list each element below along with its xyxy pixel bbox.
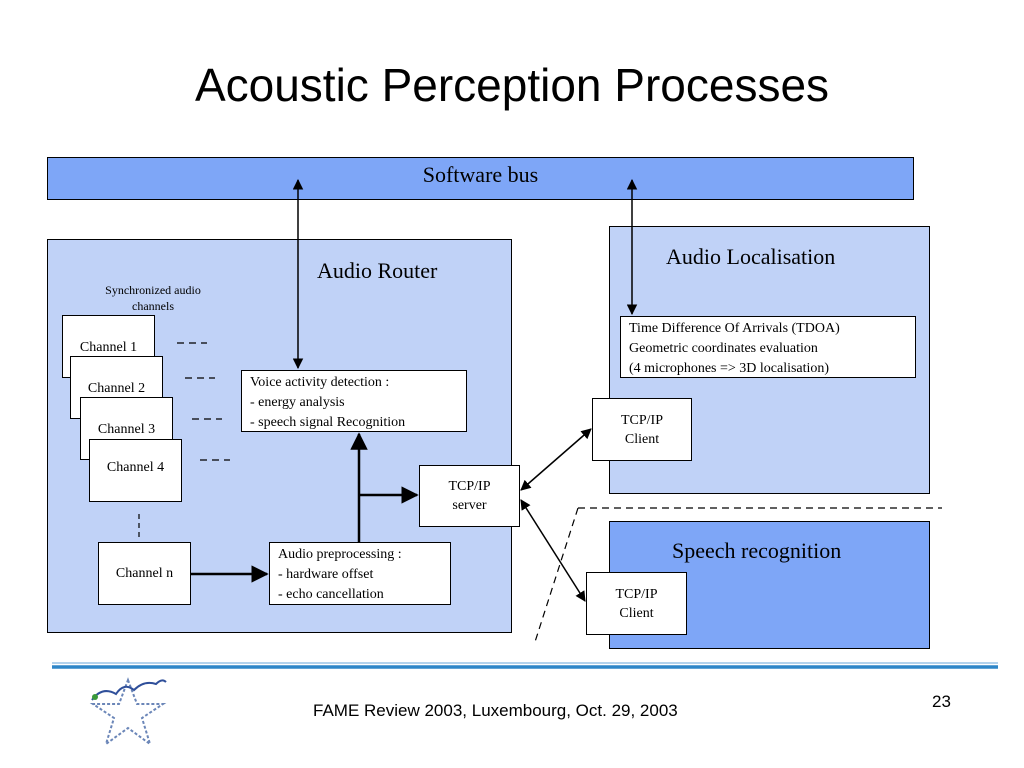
sync-caption-line2: channels [132,299,174,313]
server-localisation-arrow [520,428,592,491]
tcp-server-line2: server [452,498,487,513]
server-speech-arrow [520,499,586,602]
tcp-client-speech-box: TCP/IP Client [586,572,687,635]
audio-localisation-title: Audio Localisation [666,244,836,269]
tcp-client-localisation-line2: Client [624,431,660,447]
tdoa-line2: Geometric coordinates evaluation [629,341,818,356]
software-bus-label: Software bus [422,161,539,187]
slide-title: Acoustic Perception Processes [194,59,830,111]
preproc-box: Audio preprocessing : - hardware offset … [269,542,451,605]
tcp-client-speech-line1: TCP/IP [615,586,658,602]
channel-2-label: Channel 2 [87,380,146,396]
channel-1-label: Channel 1 [79,339,138,355]
vad-box: Voice activity detection : - energy anal… [241,370,467,432]
tcp-client-speech-line2: Client [619,605,654,621]
tdoa-line3: (4 microphones => 3D localisation) [629,361,830,376]
page-number: 23 [932,692,951,711]
preproc-line2: - hardware offset [278,567,374,582]
speech-recognition-title: Speech recognition [672,538,842,563]
tcp-client-localisation-box: TCP/IP Client [592,398,692,461]
vad-line1: Voice activity detection : [250,375,390,390]
channel-4-label: Channel 4 [106,459,165,475]
vad-line3: - speech signal Recognition [250,415,406,430]
vad-line2: - energy analysis [250,395,345,410]
channel-n-label: Channel n [115,565,174,581]
audio-router-title: Audio Router [317,258,438,283]
tdoa-line1: Time Difference Of Arrivals (TDOA) [629,321,840,336]
sync-caption: Synchronized audio channels [80,282,226,314]
channel-3-label: Channel 3 [97,421,156,437]
tdoa-box: Time Difference Of Arrivals (TDOA) Geome… [620,316,916,378]
sync-caption-line1: Synchronized audio [105,283,201,297]
footer-text: FAME Review 2003, Luxembourg, Oct. 29, 2… [313,701,678,720]
channel-4-box: Channel 4 [89,439,182,502]
preproc-line1: Audio preprocessing : [278,547,402,562]
software-bus: Software bus [47,157,914,200]
tcp-server-line1: TCP/IP [448,479,491,494]
tcp-client-localisation-line1: TCP/IP [620,412,663,428]
boundary-dash-diagonal [533,507,579,646]
channel-n-box: Channel n [98,542,191,605]
tcp-server-box: TCP/IP server [419,465,520,527]
preproc-line3: - echo cancellation [278,587,384,602]
